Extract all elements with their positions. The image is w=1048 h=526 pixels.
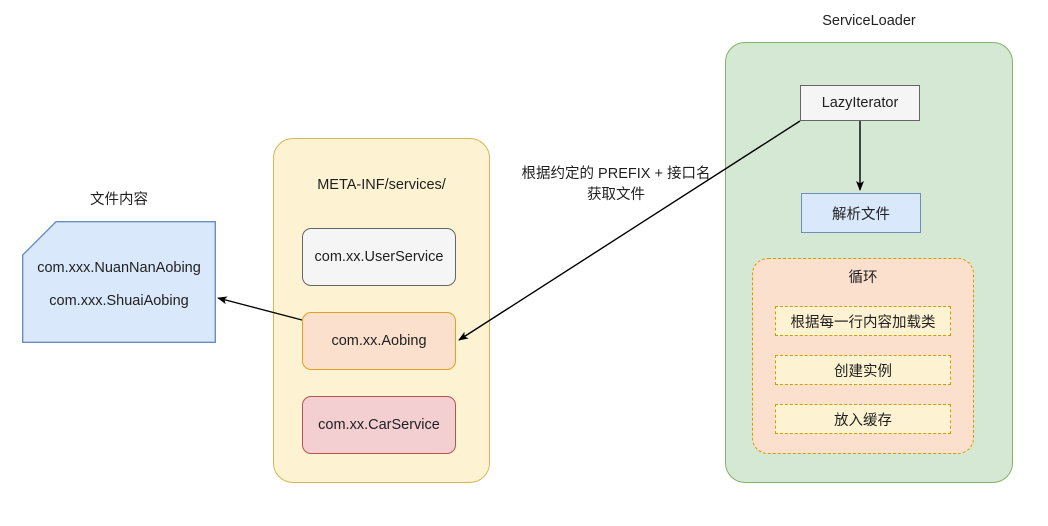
- loop-step-create-instance[interactable]: 创建实例: [775, 355, 951, 385]
- parse-file-node[interactable]: 解析文件: [801, 193, 921, 233]
- file-content-shape: com.xxx.NuanNanAobing com.xxx.ShuaiAobin…: [22, 221, 216, 343]
- service-entry-user-service[interactable]: com.xx.UserService: [302, 228, 456, 286]
- service-loader-title: ServiceLoader: [822, 13, 916, 29]
- file-content-title: 文件内容: [90, 192, 148, 208]
- meta-inf-services-title: META-INF/services/: [317, 177, 446, 193]
- service-entry-car-service[interactable]: com.xx.CarService: [302, 396, 456, 454]
- lazy-iterator-node[interactable]: LazyIterator: [800, 85, 920, 121]
- service-entry-aobing[interactable]: com.xx.Aobing: [302, 312, 456, 370]
- loop-group-title: 循环: [848, 270, 878, 286]
- file-content-line: com.xxx.NuanNanAobing: [37, 260, 201, 276]
- loop-step-put-cache[interactable]: 放入缓存: [775, 404, 951, 434]
- loop-step-load-class[interactable]: 根据每一行内容加载类: [775, 306, 951, 336]
- edge-label-line-1: 根据约定的 PREFIX + 接口名: [521, 166, 711, 182]
- edge-label-line-2: 获取文件: [587, 187, 645, 203]
- edge-label-prefix-lookup: 根据约定的 PREFIX + 接口名 获取文件: [498, 164, 734, 206]
- file-content-line: com.xxx.ShuaiAobing: [49, 293, 189, 309]
